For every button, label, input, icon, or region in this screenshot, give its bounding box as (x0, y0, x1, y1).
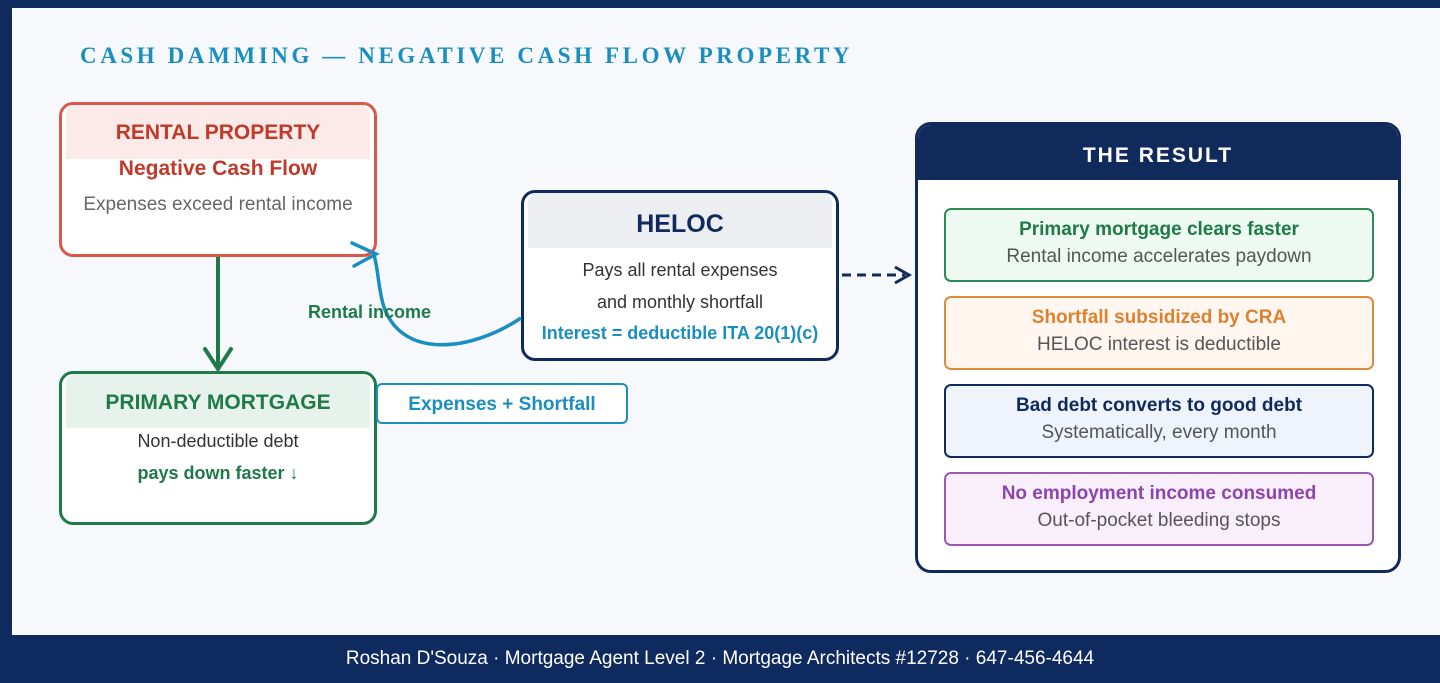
expenses-shortfall-label: Expenses + Shortfall (376, 383, 628, 424)
rental-income-label: Rental income (308, 302, 432, 322)
primary-mortgage-description: Non-deductible debt (137, 431, 299, 451)
result-item: Bad debt converts to good debt Systemati… (944, 384, 1374, 458)
result-item-detail: HELOC interest is deductible (1037, 334, 1281, 355)
result-item: Primary mortgage clears faster Rental in… (944, 208, 1374, 282)
result-item-title: No employment income consumed (1001, 483, 1317, 504)
diagram-title: CASH DAMMING — NEGATIVE CASH FLOW PROPER… (80, 43, 854, 68)
result-item-title: Bad debt converts to good debt (1015, 395, 1303, 416)
result-heading: THE RESULT (918, 125, 1398, 180)
result-item-title: Primary mortgage clears faster (1019, 219, 1299, 240)
result-item-detail: Rental income accelerates paydown (1006, 246, 1312, 267)
heloc-to-rental-arrowhead (350, 241, 380, 268)
rental-property-subheading: Negative Cash Flow (118, 157, 318, 180)
rental-property-heading: RENTAL PROPERTY (66, 105, 370, 159)
rental-property-description: Expenses exceed rental income (83, 194, 353, 215)
result-item: Shortfall subsidized by CRA HELOC intere… (944, 296, 1374, 370)
heloc-line-2: and monthly shortfall (596, 292, 764, 312)
heloc-heading: HELOC (528, 193, 832, 248)
heloc-box: HELOC Pays all rental expenses and month… (521, 190, 839, 361)
rental-to-mortgage-arrowhead (203, 347, 233, 373)
heloc-to-result-arrowhead (894, 265, 913, 285)
footer-credit: Roshan D'Souza · Mortgage Agent Level 2 … (345, 648, 1095, 669)
heloc-to-rental-curve (372, 254, 522, 347)
result-item-title: Shortfall subsidized by CRA (1031, 307, 1287, 328)
result-panel: THE RESULT Primary mortgage clears faste… (915, 122, 1401, 573)
result-item-detail: Systematically, every month (1041, 422, 1277, 443)
primary-mortgage-emphasis: pays down faster ↓ (137, 463, 299, 483)
rental-property-box: RENTAL PROPERTY Negative Cash Flow Expen… (59, 102, 377, 257)
primary-mortgage-box: PRIMARY MORTGAGE Non-deductible debt pay… (59, 371, 377, 525)
heloc-interest: Interest = deductible ITA 20(1)(c) (541, 323, 819, 343)
heloc-line-1: Pays all rental expenses (582, 260, 778, 280)
primary-mortgage-heading: PRIMARY MORTGAGE (66, 374, 370, 428)
result-item: No employment income consumed Out-of-poc… (944, 472, 1374, 546)
result-item-detail: Out-of-pocket bleeding stops (1037, 510, 1281, 531)
